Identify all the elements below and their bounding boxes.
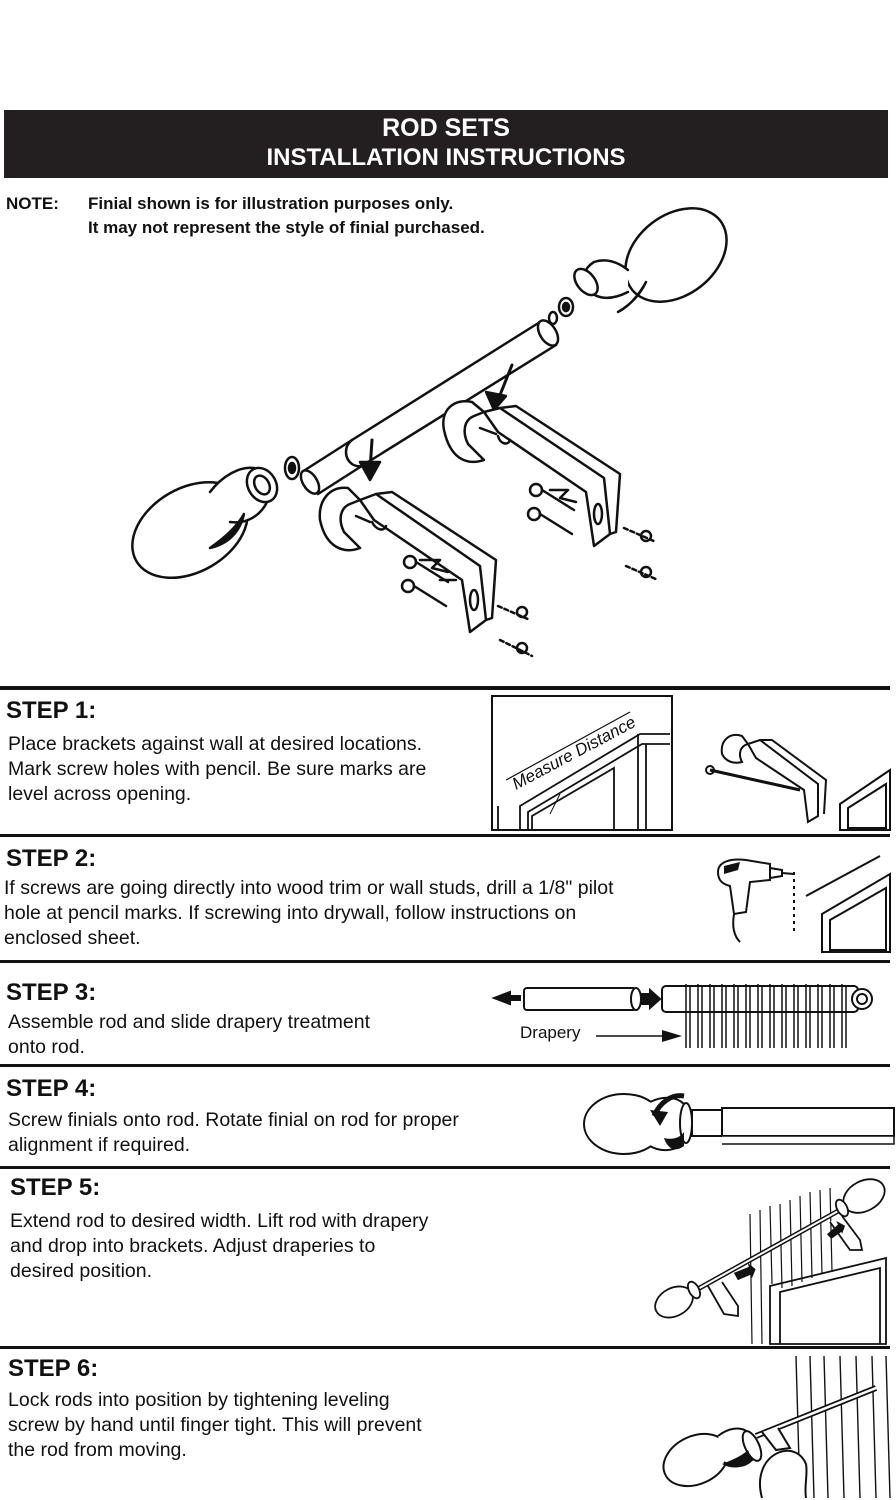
step-3-line: Assemble rod and slide drapery treatment (8, 1011, 371, 1033)
section-divider (0, 1166, 890, 1169)
finial-on-rod-figure (583, 1093, 895, 1155)
tighten-screw-figure (662, 1355, 891, 1499)
bracket-on-wall-figure (705, 734, 891, 831)
left-bracket-icon (318, 486, 498, 634)
curtain-rod-icon (299, 319, 560, 496)
step-4-title: STEP 4: (6, 1075, 97, 1102)
header-subtitle: INSTALLATION INSTRUCTIONS (266, 144, 626, 171)
step-2-line: hole at pencil marks. If screwing into d… (4, 902, 577, 924)
step-1-line: Mark screw holes with pencil. Be sure ma… (8, 758, 427, 780)
step-5-line: desired position. (10, 1260, 153, 1282)
note-label: NOTE: (6, 194, 59, 213)
step-2-line: If screws are going directly into wood t… (4, 877, 614, 899)
instructions-header: ROD SETS INSTALLATION INSTRUCTIONS (4, 110, 888, 178)
step-2-title: STEP 2: (6, 845, 97, 872)
step-6-text: Lock rods into position by tightening le… (8, 1388, 422, 1463)
step-1-line: level across opening. (8, 783, 192, 805)
section-divider (0, 834, 890, 837)
step-4-line: alignment if required. (8, 1134, 191, 1156)
step-5-line: Extend rod to desired width. Lift rod wi… (10, 1210, 429, 1232)
exploded-assembly-illustration (131, 207, 728, 658)
step-6-line: the rod from moving. (8, 1439, 187, 1461)
step-6-line: screw by hand until finger tight. This w… (8, 1414, 422, 1436)
measure-distance-figure: Measure Distance (491, 695, 673, 831)
step-2-line: enclosed sheet. (4, 927, 141, 949)
right-finial-icon (547, 207, 728, 326)
header-title: ROD SETS (382, 114, 510, 142)
step-5-line: and drop into brackets. Adjust draperies… (10, 1235, 376, 1257)
step-5-text: Extend rod to desired width. Lift rod wi… (10, 1209, 428, 1284)
step-5-title: STEP 5: (10, 1174, 101, 1201)
drapery-label: Drapery (520, 1023, 581, 1042)
step-6-line: Lock rods into position by tightening le… (8, 1389, 390, 1411)
section-divider (0, 686, 890, 690)
section-divider (0, 1064, 890, 1067)
step-3-line: onto rod. (8, 1036, 85, 1058)
left-finial-icon (131, 466, 279, 580)
step-3-text: Assemble rod and slide drapery treatment… (8, 1010, 370, 1060)
section-divider (0, 1346, 890, 1349)
step-2-text: If screws are going directly into wood t… (4, 876, 614, 951)
rod-in-brackets-figure (654, 1178, 887, 1345)
note-line-2: It may not represent the style of finial… (88, 218, 485, 237)
screw-icon (400, 554, 534, 658)
step-1-text: Place brackets against wall at desired l… (8, 732, 426, 807)
step-6-title: STEP 6: (8, 1355, 99, 1382)
section-divider (0, 960, 890, 963)
step-1-line: Place brackets against wall at desired l… (8, 733, 423, 755)
note-line-1: Finial shown is for illustration purpose… (88, 194, 454, 213)
step-4-line: Screw finials onto rod. Rotate finial on… (8, 1109, 459, 1131)
right-bracket-icon (442, 399, 622, 548)
step-1-title: STEP 1: (6, 697, 97, 724)
rod-drapery-figure: Drapery (491, 984, 873, 1048)
drill-figure (716, 855, 891, 953)
step-4-text: Screw finials onto rod. Rotate finial on… (8, 1108, 459, 1158)
step-3-title: STEP 3: (6, 979, 97, 1006)
